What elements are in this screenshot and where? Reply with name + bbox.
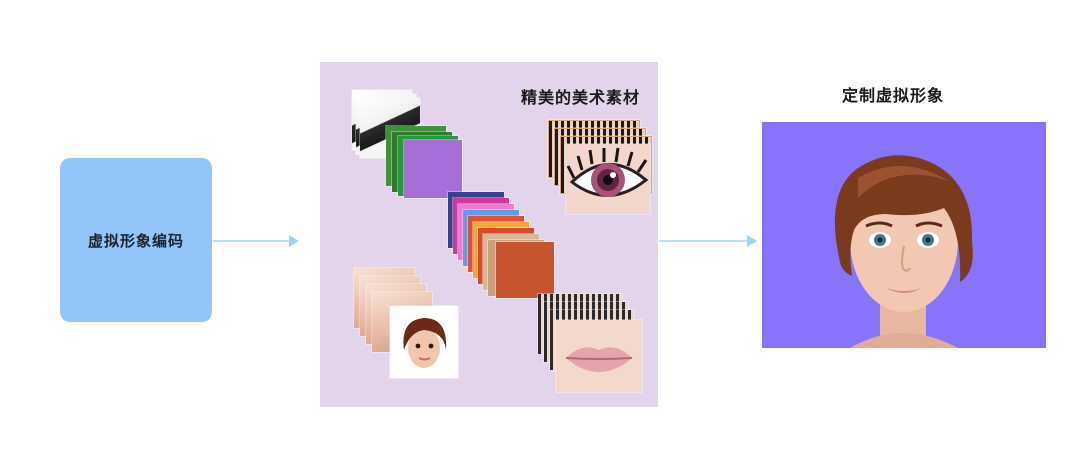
eye-texture-card [566,144,650,214]
face-preview-icon [403,318,447,368]
custom-avatar-title: 定制虚拟形象 [842,86,945,105]
lips-icon [565,347,633,372]
avatar-face-icon [834,155,973,348]
art-assets-panel: 精美的美术素材 [320,62,658,407]
avatar-encoding-node: 虚拟形象编码 [60,158,212,322]
art-assets-title: 精美的美术素材 [520,88,640,107]
eye-icon [566,147,649,197]
palette-card [496,242,554,298]
arrow-encoding-to-assets [213,235,299,247]
face-preview-card [390,306,458,378]
color-swatch-card [404,140,462,198]
arrow-assets-to-avatar [659,235,757,247]
custom-avatar-image [762,122,1046,348]
arrow-head-icon [747,235,757,247]
avatar-encoding-label: 虚拟形象编码 [87,231,184,250]
mouth-texture-card [556,320,642,392]
arrow-head-icon [289,235,299,247]
